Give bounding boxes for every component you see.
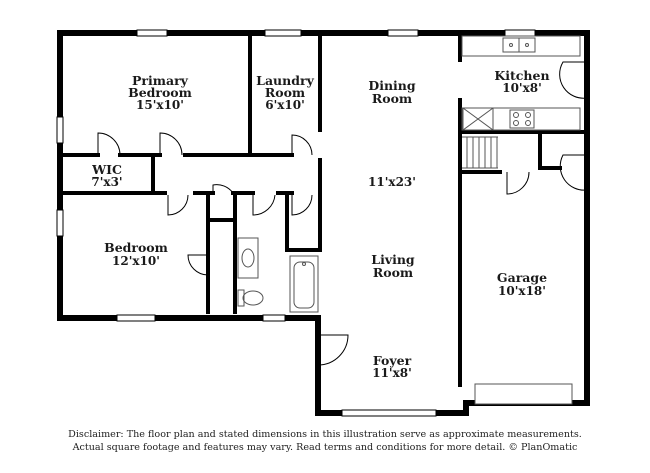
door-swing (506, 171, 530, 195)
kitchen-dims: 10'x8' (502, 81, 542, 95)
laundry-room-dims: 6'x10' (265, 98, 305, 112)
primary-bedroom-dims: 15'x10' (136, 98, 184, 112)
exterior-walls (57, 30, 590, 416)
doors (97, 61, 588, 366)
door-swing (97, 132, 121, 156)
primary-bedroom-label: Primary (132, 73, 189, 88)
door-swing (559, 61, 588, 99)
door-swing (187, 254, 209, 276)
kitchen-counter-lower (461, 107, 581, 131)
bedroom-label: Bedroom (104, 240, 168, 255)
foyer-dims: 11'x8' (372, 366, 412, 380)
dining-room-label: Dining (368, 78, 416, 93)
refrigerator-icon (462, 107, 494, 131)
garage-door (474, 383, 573, 405)
door-swing (252, 194, 276, 216)
foyer-label: Foyer (373, 353, 412, 368)
range-icon (509, 109, 535, 129)
wic-dims: 7'x3' (91, 175, 122, 189)
window (56, 116, 64, 144)
stairs-icon (462, 136, 498, 169)
vanity-icon (237, 237, 259, 279)
garage-dims: 10'x18' (498, 284, 546, 298)
disclaimer-line-1: Disclaimer: The floor plan and stated di… (68, 429, 582, 440)
living-dining-dims: 11'x23' (368, 175, 416, 189)
windows (56, 29, 536, 417)
bathtub-icon (289, 255, 319, 313)
window (262, 314, 286, 322)
kitchen-counter (461, 35, 581, 57)
living-room-label-2: Room (373, 265, 413, 280)
door-swing (317, 334, 349, 366)
window (387, 29, 419, 37)
sink-icon (241, 248, 255, 268)
window (116, 314, 156, 322)
garage-label: Garage (497, 270, 547, 285)
living-room-label: Living (371, 252, 415, 267)
door-swing (212, 184, 234, 194)
door-swing (159, 132, 183, 156)
interior-walls (60, 33, 589, 387)
wic-label: WIC (91, 162, 122, 177)
primary-bedroom-label-2: Bedroom (128, 85, 192, 100)
fixtures (237, 35, 581, 405)
window (341, 409, 437, 417)
kitchen-label: Kitchen (494, 68, 549, 83)
dining-room-label-2: Room (372, 91, 412, 106)
window (136, 29, 168, 37)
laundry-room-label: Laundry (256, 73, 314, 88)
disclaimer-line-2: Actual square footage and features may v… (72, 442, 578, 453)
door-swing (291, 194, 313, 216)
door-swing (291, 134, 313, 156)
door-swing (167, 194, 189, 216)
door-swing (559, 154, 588, 191)
window (264, 29, 302, 37)
toilet-icon (242, 290, 264, 306)
room-labels: Primary Bedroom 15'x10' Laundry Room 6'x… (91, 68, 549, 380)
bedroom-dims: 12'x10' (112, 254, 160, 268)
laundry-room-label-2: Room (265, 85, 305, 100)
window (56, 209, 64, 237)
toilet-tank-icon (237, 289, 245, 307)
window (504, 29, 536, 37)
